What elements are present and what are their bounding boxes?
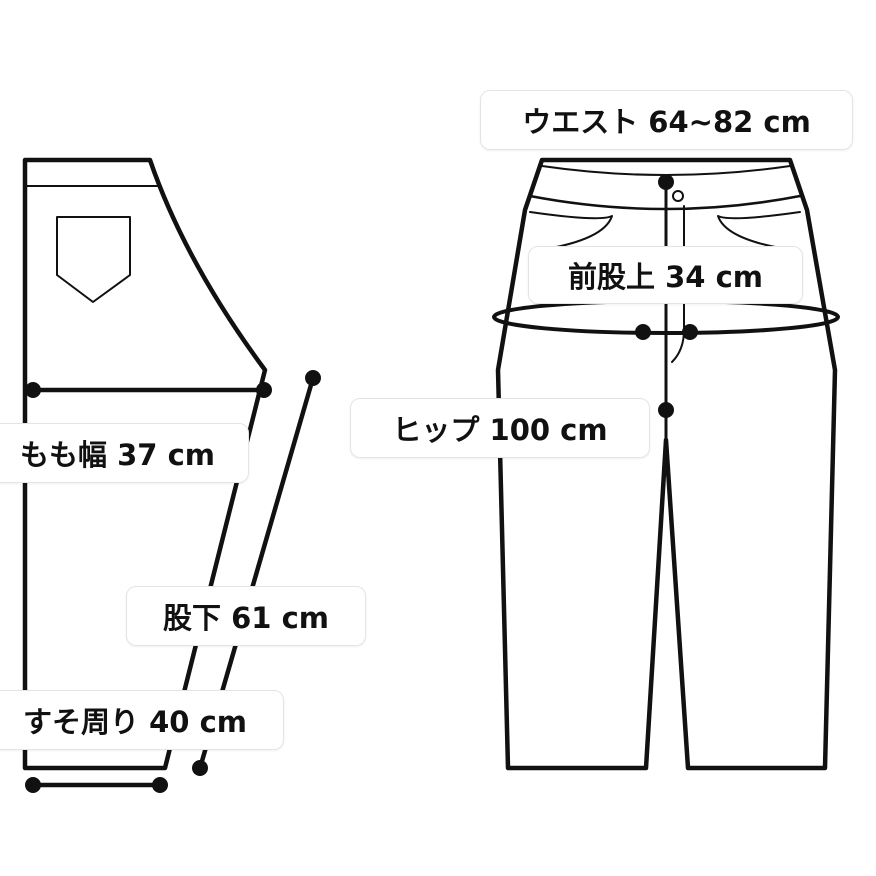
inseam-dot-top bbox=[305, 370, 321, 386]
hip-label: ヒップ 100 cm bbox=[350, 398, 650, 458]
hem-circumference-label: すそ周り 40 cm bbox=[0, 690, 284, 750]
thigh-width-label: もも幅 37 cm bbox=[0, 423, 249, 483]
rise-dot bbox=[658, 402, 674, 418]
side-view-outline bbox=[22, 157, 268, 771]
waist-button bbox=[672, 190, 684, 202]
waist-dot bbox=[658, 174, 674, 190]
right-front-pocket bbox=[717, 211, 801, 251]
waist-label: ウエスト 64~82 cm bbox=[480, 90, 853, 150]
hip-dot-left bbox=[635, 324, 651, 340]
inseam-label: 股下 61 cm bbox=[126, 586, 366, 646]
hem-dot-left bbox=[25, 777, 41, 793]
front-rise-label: 前股上 34 cm bbox=[528, 246, 803, 304]
front-view-outline bbox=[495, 157, 838, 771]
waistband-top bbox=[541, 165, 791, 176]
left-front-pocket bbox=[529, 211, 613, 251]
inseam-dot-bottom bbox=[192, 760, 208, 776]
thigh-dot-right bbox=[256, 382, 272, 398]
hem-dot-right bbox=[152, 777, 168, 793]
thigh-dot-left bbox=[25, 382, 41, 398]
back-pocket bbox=[56, 216, 131, 303]
hip-dot-right bbox=[682, 324, 698, 340]
